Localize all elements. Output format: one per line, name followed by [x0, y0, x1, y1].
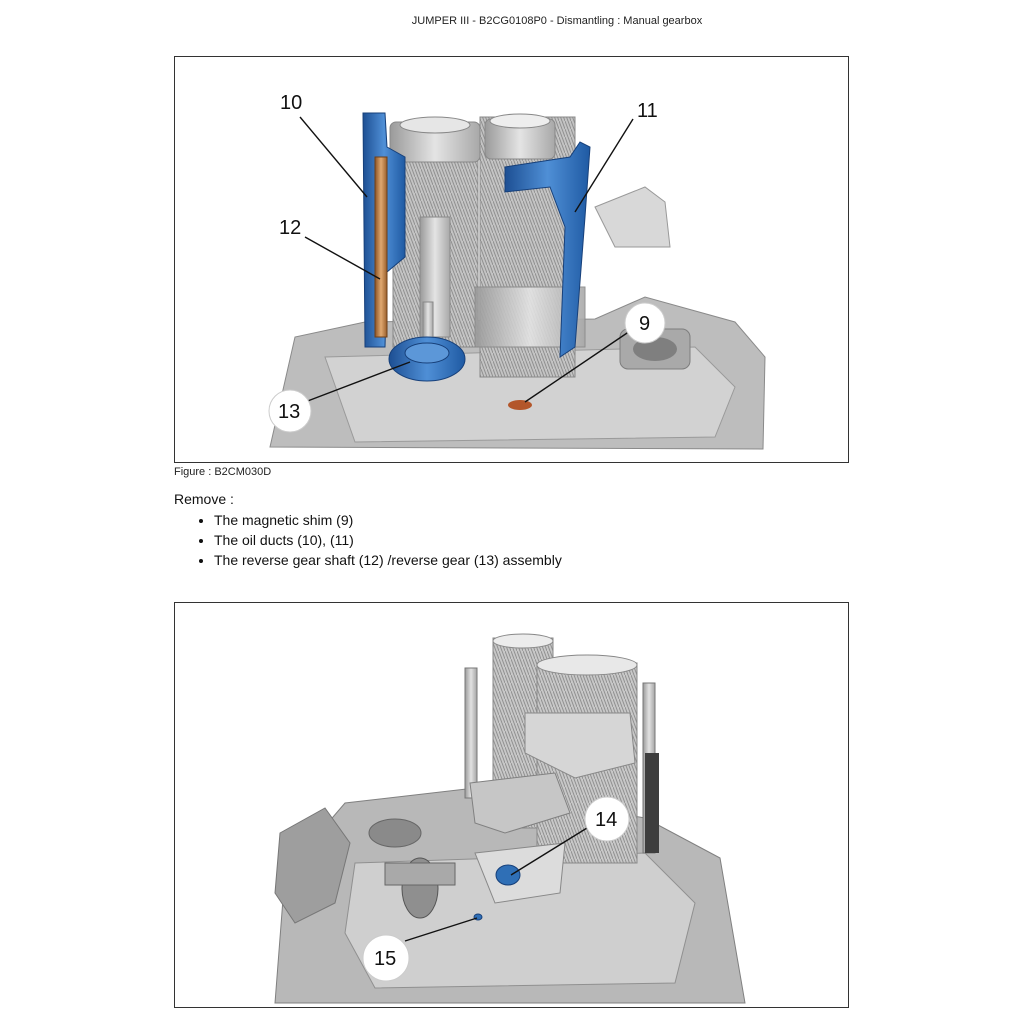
callout-13: 13 — [278, 401, 300, 423]
figure-1-caption: Figure : B2CM030D — [174, 466, 272, 478]
removal-instructions: Remove : The magnetic shim (9) The oil d… — [174, 491, 562, 571]
instructions-intro: Remove : — [174, 491, 234, 507]
callout-15: 15 — [374, 948, 396, 970]
oil-duct-11 — [504, 141, 591, 358]
callout-9: 9 — [639, 313, 650, 335]
figure-2-leader-lines — [404, 827, 588, 942]
callout-10: 10 — [280, 92, 302, 114]
magnetic-shim-9 — [508, 400, 532, 410]
figure-1-drawing: 10 11 12 9 13 — [268, 92, 766, 450]
blue-plug-14 — [495, 864, 521, 886]
list-item: The reverse gear shaft (12) /reverse gea… — [214, 551, 562, 569]
callout-12: 12 — [279, 217, 301, 239]
callout-11: 11 — [637, 100, 658, 122]
instructions-list: The magnetic shim (9) The oil ducts (10)… — [174, 511, 562, 569]
figure-2-gearbox-illustration: 14 15 — [174, 602, 849, 1008]
figure-1-leader-lines — [299, 116, 634, 403]
page-header: JUMPER III - B2CG0108P0 - Dismantling : … — [411, 15, 703, 27]
figure-2-drawing: 14 15 — [274, 633, 746, 1004]
reverse-gear-shaft-12 — [374, 156, 388, 338]
callout-14: 14 — [595, 809, 617, 831]
figure-1-gearbox-illustration: 10 11 12 9 13 — [174, 56, 849, 463]
list-item: The oil ducts (10), (11) — [214, 531, 562, 549]
list-item: The magnetic shim (9) — [214, 511, 562, 529]
